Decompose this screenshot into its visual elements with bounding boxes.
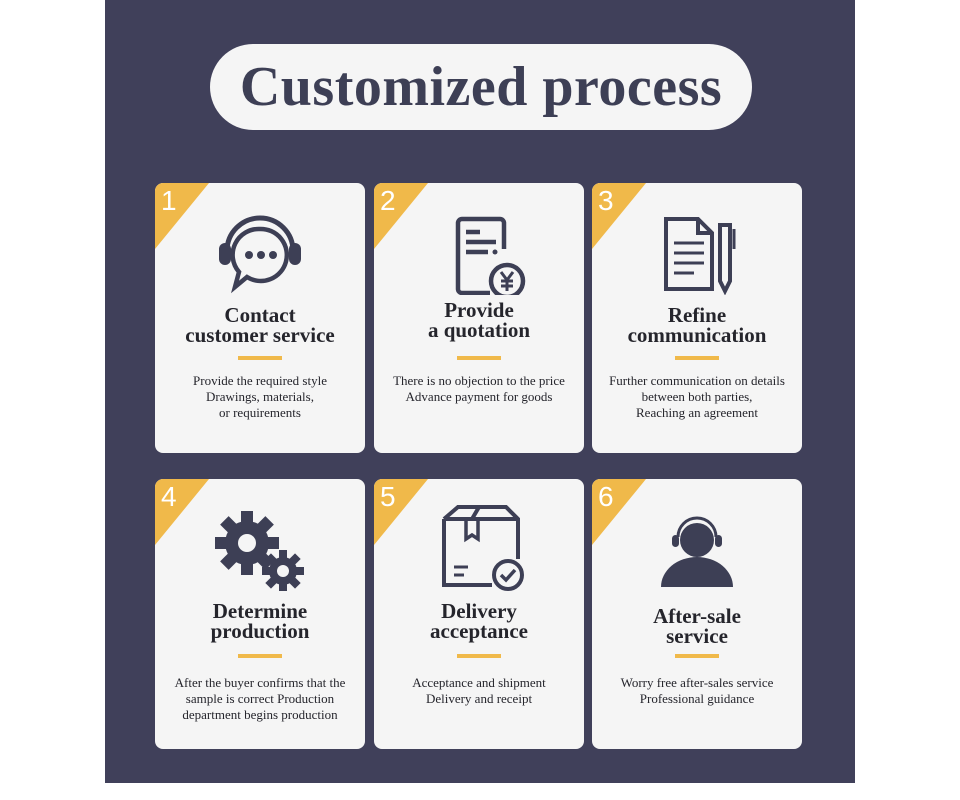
step-card-2: 2 Provide a quotation There is no object… [374,183,584,453]
title-line: production [210,619,310,643]
title-line: Provide [444,298,514,322]
package-check-icon [442,505,524,591]
desc-line: between both parties, [641,389,753,404]
corner-badge [592,183,646,249]
page-title: Customized process [239,56,723,118]
desc-line: Professional guidance [639,691,755,706]
corner-badge [374,479,428,545]
corner-badge [155,183,209,249]
desc-line: Reaching an agreement [636,405,758,420]
step-title: Refine communication [592,295,802,355]
desc-line: or requirements [219,405,301,420]
desc-line: Drawings, materials, [206,389,314,404]
desc-line: Acceptance and shipment [412,675,546,690]
step-card-1: 1 Contact customer service Provide the r… [155,183,365,453]
desc-line: Advance payment for goods [405,389,553,404]
desc-line: Further communication on details [609,373,785,388]
title-line: Refine [667,303,727,327]
desc-line: sample is correct Production [185,691,335,706]
title-line: Delivery [441,599,517,623]
step-number: 5 [380,481,396,512]
desc-line: After the buyer confirms that the [174,675,346,690]
step-number: 3 [598,185,614,216]
step-description: Provide the required style Drawings, mat… [155,373,365,421]
step-title: Contact customer service [155,295,365,355]
step-number: 2 [380,185,396,216]
title-line: After-sale [653,604,741,628]
desc-line: Delivery and receipt [425,691,533,706]
support-agent-icon [661,516,733,587]
step-number: 1 [161,185,177,216]
step-description: Worry free after-sales service Professio… [592,675,802,707]
desc-line: Provide the required style [193,373,327,388]
step-description: Further communication on details between… [592,373,802,421]
step-description: There is no objection to the price Advan… [374,373,584,405]
title-line: communication [627,323,767,347]
divider [457,654,501,658]
step-number: 6 [598,481,614,512]
corner-badge [374,183,428,249]
divider [457,356,501,360]
step-description: After the buyer confirms that the sample… [155,675,365,723]
title-line: a quotation [427,318,531,342]
title-line: Determine [212,599,308,623]
corner-badge [592,479,646,545]
step-title: Determine production [155,591,365,651]
title-line: service [666,624,728,648]
divider [675,654,719,658]
quotation-document-icon [455,216,526,295]
step-title: Delivery acceptance [374,591,584,651]
corner-badge [155,479,209,545]
desc-line: There is no objection to the price [393,373,565,388]
headset-chat-icon [219,215,301,294]
divider [238,356,282,360]
step-card-5: 5 Delivery acceptance Acceptance and shi… [374,479,584,749]
gears-icon [215,511,304,591]
step-title: Provide a quotation [374,290,584,350]
title-banner: Customized process [210,44,752,130]
divider [675,356,719,360]
step-number: 4 [161,481,177,512]
step-card-4: 4 Determine production After the buyer c… [155,479,365,749]
title-line: customer service [185,323,335,347]
step-card-6: 6 After-sale service Worry free after-sa… [592,479,802,749]
title-line: Contact [224,303,296,327]
divider [238,654,282,658]
step-title: After-sale service [592,596,802,656]
desc-line: department begins production [182,707,338,722]
desc-line: Worry free after-sales service [620,675,774,690]
step-description: Acceptance and shipment Delivery and rec… [374,675,584,707]
step-card-3: 3 Refine communication Further communica… [592,183,802,453]
title-line: acceptance [430,619,528,643]
document-pen-icon [664,217,736,295]
